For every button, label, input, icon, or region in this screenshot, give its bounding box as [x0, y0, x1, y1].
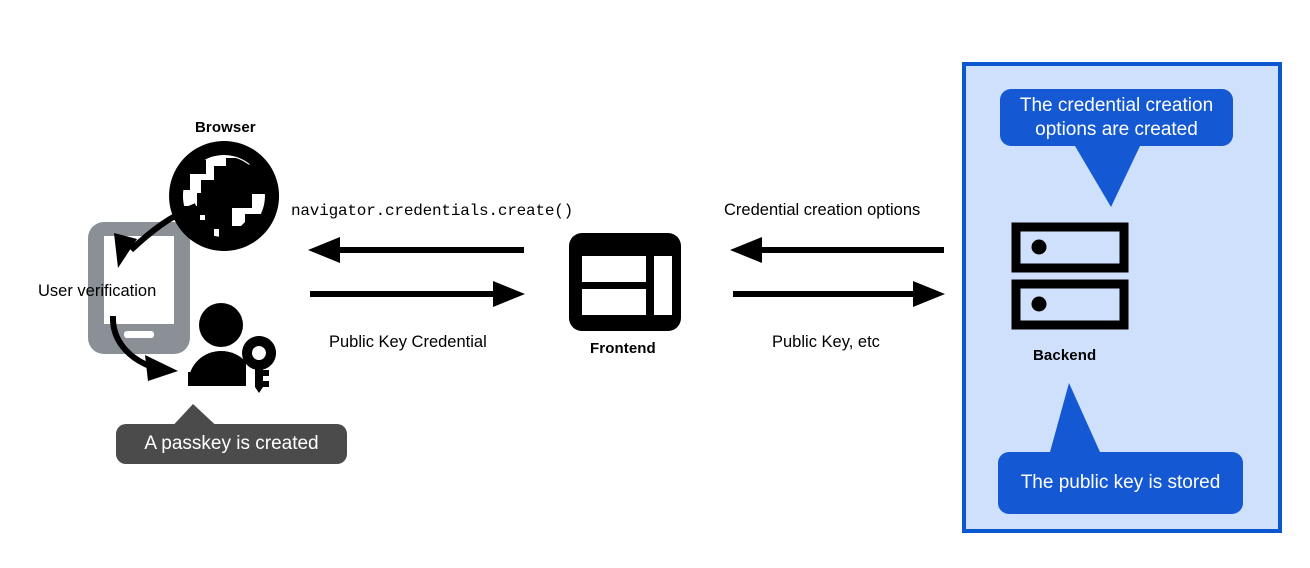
callout-passkey-created-text: A passkey is created [144, 433, 319, 455]
globe-icon [169, 141, 280, 251]
edge-label-public-key-etc: Public Key, etc [772, 333, 880, 351]
person-with-key-icon [188, 303, 277, 393]
callout-public-key-stored: The public key is stored [998, 452, 1243, 514]
edge-label-public-key-credential: Public Key Credential [329, 333, 487, 351]
callout-passkey-created: A passkey is created [116, 424, 347, 464]
arrow-public-key-etc [733, 281, 945, 307]
node-label-browser: Browser [195, 119, 256, 136]
callout-credential-creation-options-text: The credential creation options are crea… [1019, 94, 1214, 140]
annotation-user-verification: User verification [38, 282, 157, 300]
arrow-public-key-credential [310, 281, 525, 307]
edge-label-credential-creation-options: Credential creation options [724, 201, 921, 219]
node-label-backend: Backend [1033, 347, 1097, 364]
node-label-frontend: Frontend [590, 340, 656, 357]
arrow-credentials-create [308, 237, 524, 263]
edge-label-navigator-credentials-create: navigator.credentials.create() [291, 202, 574, 220]
callout-public-key-stored-text: The public key is stored [1020, 472, 1221, 494]
web-layout-icon [569, 233, 681, 331]
arrow-phone-to-passkey [109, 315, 178, 381]
arrow-browser-to-phone [114, 203, 198, 268]
arrow-credential-creation-options [730, 237, 944, 263]
callout-credential-creation-options: The credential creation options are crea… [1000, 89, 1233, 146]
